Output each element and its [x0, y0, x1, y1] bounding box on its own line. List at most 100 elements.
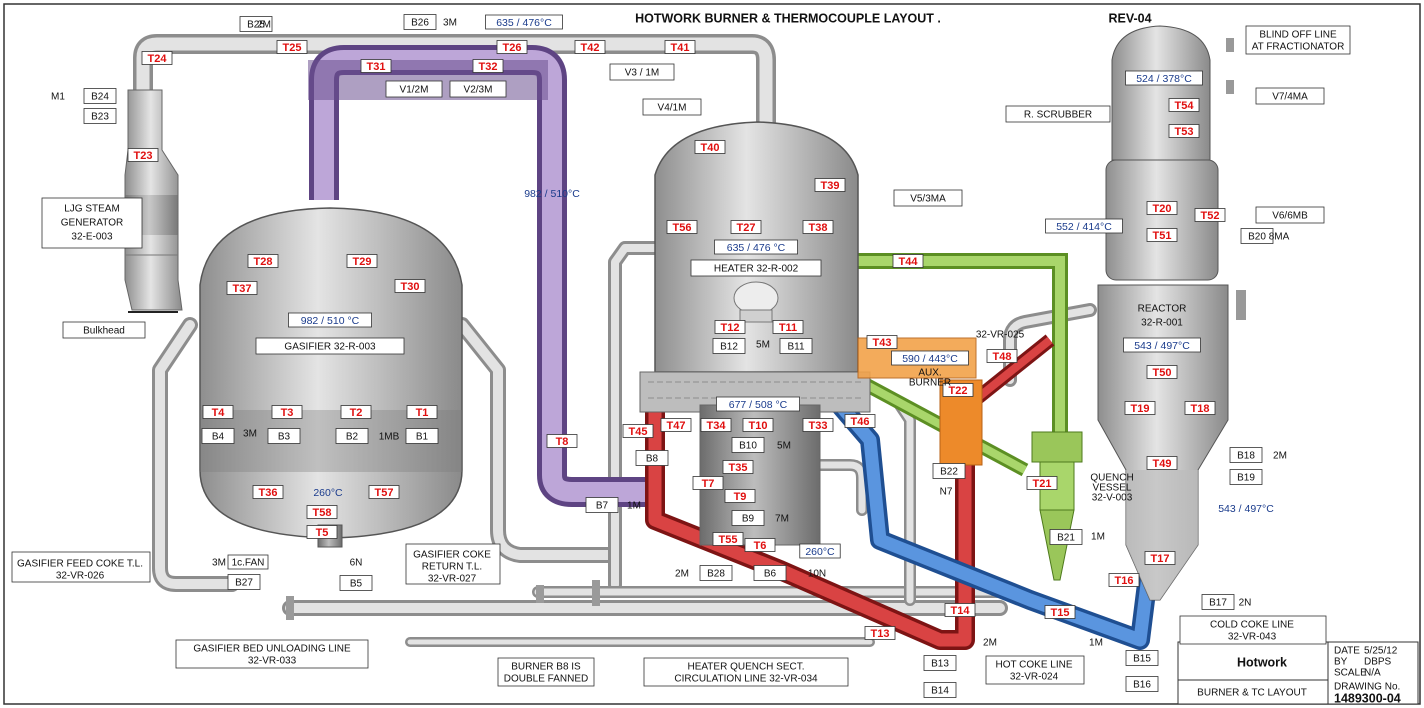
burner-b22-text: B22	[940, 467, 958, 478]
valve-v5-box	[893, 189, 963, 207]
bulkhead-label: Bulkhead	[62, 321, 146, 339]
burner-b19: B19	[1229, 469, 1263, 485]
temp-reactor-mid-text: 552 / 414°C	[1056, 221, 1112, 233]
valve-v6-text: V6/6MB	[1272, 211, 1308, 222]
thermocouple-t5-text: T5	[316, 527, 329, 539]
thermocouple-t13-box	[864, 626, 896, 640]
burner-b17-box	[1201, 594, 1235, 610]
thermocouple-t51: T51	[1146, 228, 1178, 242]
thermocouple-t27: T27	[730, 220, 762, 234]
thermocouple-t4-text: T4	[212, 407, 226, 419]
valve-v3: V3 / 1M	[609, 63, 675, 81]
thermocouple-t41: T41	[664, 40, 696, 54]
thermocouple-t58: T58	[306, 505, 338, 519]
thermocouple-t55-text: T55	[719, 534, 738, 546]
line-label-box-3	[497, 657, 595, 687]
thermocouple-t34-text: T34	[707, 420, 727, 432]
cold-coke-line1: COLD COKE LINE	[1210, 620, 1294, 631]
reactor-name-text: REACTOR	[1138, 304, 1187, 315]
steam-gen-line2-text: GENERATOR	[61, 218, 123, 229]
bulkhead-label-text: Bulkhead	[83, 326, 125, 337]
drawing-title: BURNER & TC LAYOUT	[1197, 688, 1307, 699]
steam-gen-box	[41, 197, 143, 249]
burner-b23-box	[83, 108, 117, 124]
bulkhead-label-box	[62, 321, 146, 339]
thermocouple-t15: T15	[1044, 605, 1076, 619]
burner-b16: B16	[1125, 676, 1159, 692]
thermocouple-t10: T10	[742, 418, 774, 432]
thermocouple-t44-text: T44	[899, 256, 919, 268]
thermocouple-t39-text: T39	[821, 180, 840, 192]
rating-b1: 1MB	[379, 432, 400, 443]
thermocouple-t50: T50	[1146, 365, 1178, 379]
thermocouple-t43-box	[866, 335, 898, 349]
date-label: DATE	[1334, 646, 1360, 657]
rating-b24-text: M1	[51, 92, 65, 103]
burner-b12-text: B12	[720, 342, 738, 353]
aux-burner-line2: BURNER	[909, 378, 951, 389]
thermocouple-t25-box	[276, 40, 308, 54]
burner-b8-note2-text: DOUBLE FANNED	[504, 674, 588, 685]
thermocouple-t20-box	[1146, 201, 1178, 215]
thermocouple-t37-text: T37	[233, 283, 252, 295]
vr-025-label-text: 32-VR-025	[976, 330, 1025, 341]
by-label: BY	[1334, 657, 1348, 668]
burner-b26-box	[403, 14, 437, 30]
burner-b13-text: B13	[931, 659, 949, 670]
diagram-title-text: HOTWORK BURNER & THERMOCOUPLE LAYOUT .	[635, 12, 941, 26]
reactor-tag: 32-R-001	[1141, 318, 1183, 329]
burner-b8-note2: DOUBLE FANNED	[504, 674, 588, 685]
burner-b27-text: B27	[235, 578, 253, 589]
steam-gen-line2: GENERATOR	[61, 218, 123, 229]
burner-b5-text: B5	[350, 579, 363, 590]
temp-gasifier-text: 982 / 510 °C	[301, 315, 360, 327]
burner-b7: B7	[585, 497, 619, 513]
thermocouple-t35: T35	[722, 460, 754, 474]
burner-b13-box	[923, 655, 957, 671]
by-label-text: BY	[1334, 657, 1348, 668]
line-label-box-6	[1179, 615, 1327, 645]
thermocouple-t9-box	[724, 489, 756, 503]
blind-off-line1-text: BLIND OFF LINE	[1259, 30, 1337, 41]
burner-b5-box	[339, 575, 373, 591]
quench-line3-text: 32-V-003	[1092, 493, 1133, 504]
blind-off-box	[1245, 25, 1351, 55]
rating-b9-text: 7M	[775, 514, 789, 525]
thermocouple-t40: T40	[694, 140, 726, 154]
thermocouple-t30: T30	[394, 279, 426, 293]
drawing-number-value: 1489300-04	[1334, 692, 1401, 706]
thermocouple-t32: T32	[472, 59, 504, 73]
rating-b21: 1M	[1091, 532, 1105, 543]
valve-v5: V5/3MA	[893, 189, 963, 207]
burner-b4-box	[201, 428, 235, 444]
thermocouple-t54: T54	[1168, 98, 1200, 112]
thermocouple-t30-text: T30	[401, 281, 420, 293]
temp-gasifier-bottom-text: 260°C	[313, 487, 343, 499]
fan-label-text: 1c.FAN	[232, 558, 265, 569]
scrubber-name-box	[1005, 105, 1111, 123]
thermocouple-t44-box	[892, 254, 924, 268]
thermocouple-t27-box	[730, 220, 762, 234]
burner-b27-box	[227, 574, 261, 590]
thermocouple-t47-box	[660, 418, 692, 432]
line-label-box-5	[985, 655, 1085, 685]
thermocouple-t49: T49	[1146, 456, 1178, 470]
thermocouple-t42-box	[574, 40, 606, 54]
valve-v1: V1/2M	[385, 80, 443, 98]
thermocouple-t7: T7	[692, 476, 724, 490]
thermocouple-t55: T55	[712, 532, 744, 546]
revision-label: REV-04	[1108, 12, 1151, 26]
burner-b19-text: B19	[1237, 473, 1255, 484]
temp-center: 260°C	[799, 543, 841, 559]
thermocouple-t43: T43	[866, 335, 898, 349]
rating-b17: 2N	[1239, 598, 1252, 609]
thermocouple-t22-box	[942, 383, 974, 397]
burner-b8-text: B8	[646, 454, 659, 465]
burner-b3: B3	[267, 428, 301, 444]
burner-b8-note1-text: BURNER B8 IS	[511, 662, 581, 673]
thermocouple-t19: T19	[1124, 401, 1156, 415]
rating-b26: 3M	[443, 18, 457, 29]
thermocouple-t17-text: T17	[1151, 553, 1170, 565]
burner-b28-box	[699, 565, 733, 581]
